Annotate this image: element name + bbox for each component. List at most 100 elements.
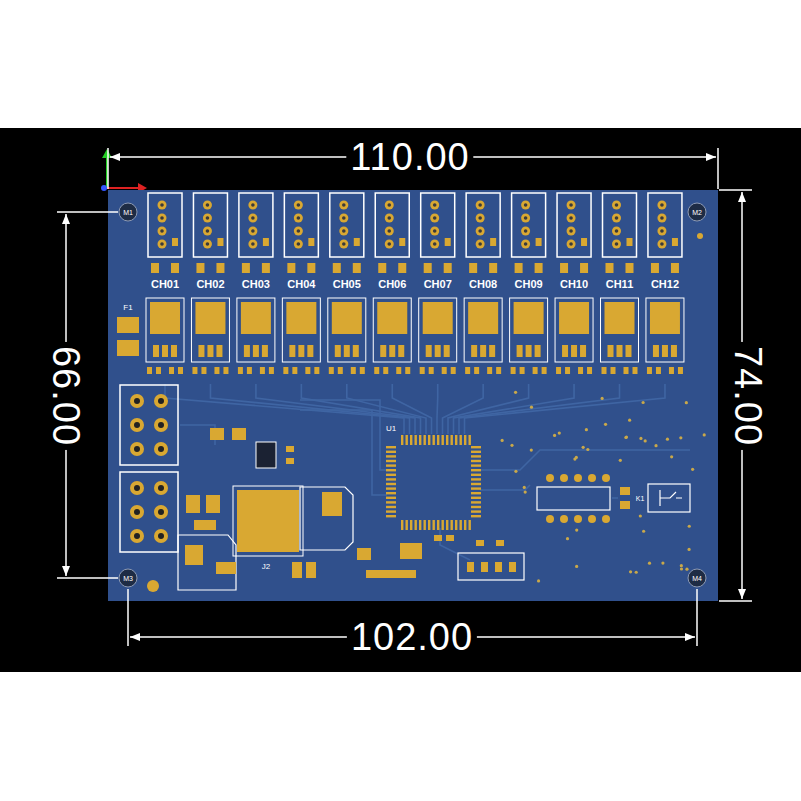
channel-label: CH03 bbox=[241, 279, 271, 290]
pcb-board bbox=[108, 190, 718, 601]
ic-pin bbox=[386, 510, 396, 512]
connector-pin bbox=[294, 201, 303, 210]
mosfet-tab bbox=[377, 302, 407, 334]
pin-hole bbox=[660, 203, 664, 207]
mosfet-tab bbox=[468, 302, 498, 334]
socket-pin bbox=[546, 474, 554, 482]
pin-hole bbox=[342, 229, 346, 233]
smd-pad bbox=[647, 367, 652, 374]
connector-pin bbox=[203, 227, 212, 236]
smd-pad bbox=[489, 263, 497, 273]
ic-pin bbox=[386, 483, 396, 485]
ic-pin bbox=[386, 469, 396, 471]
smd-pad bbox=[216, 562, 236, 574]
dimension-lines bbox=[57, 148, 752, 646]
smd-pad bbox=[496, 540, 504, 546]
ic-pin bbox=[386, 515, 396, 517]
pin-hole bbox=[615, 229, 619, 233]
connector-outline bbox=[120, 385, 178, 465]
mosfet-leg bbox=[198, 345, 204, 357]
extension-line bbox=[696, 589, 698, 646]
mosfet-tab bbox=[605, 302, 635, 334]
header-outline bbox=[458, 553, 524, 580]
connector-outline bbox=[120, 472, 178, 552]
relay-symbol bbox=[660, 490, 682, 506]
via bbox=[697, 233, 703, 239]
mosfet-leg bbox=[171, 345, 177, 357]
ic-pin bbox=[386, 501, 396, 503]
mosfet-outline bbox=[464, 298, 502, 362]
smd-pad bbox=[535, 263, 543, 273]
smd-pad bbox=[214, 367, 219, 374]
mosfet-tab bbox=[650, 302, 680, 334]
smd-pad bbox=[338, 367, 343, 374]
pin-hole bbox=[158, 398, 164, 404]
connector-pin bbox=[339, 227, 348, 236]
capacitor-pad bbox=[185, 545, 203, 565]
smd-pad bbox=[194, 520, 216, 530]
connector-pin bbox=[203, 214, 212, 223]
capacitor-pad bbox=[322, 492, 342, 516]
connector-outline bbox=[284, 193, 318, 257]
mosfet-leg bbox=[535, 345, 541, 357]
smd-pad bbox=[306, 562, 316, 578]
smd-pad bbox=[474, 367, 479, 374]
connector-outline bbox=[648, 193, 682, 257]
connector-pin bbox=[385, 214, 394, 223]
ic-pin bbox=[442, 520, 444, 530]
ic-pin bbox=[401, 520, 403, 530]
smd-pad bbox=[217, 238, 223, 246]
smd-pad bbox=[366, 570, 416, 578]
channel-label: CH05 bbox=[332, 279, 362, 290]
pin-hole bbox=[524, 203, 528, 207]
smd-pad bbox=[314, 367, 319, 374]
connector-outline bbox=[375, 193, 409, 257]
channel-label: CH08 bbox=[468, 279, 498, 290]
pin-hole bbox=[569, 216, 573, 220]
pin-hole bbox=[342, 242, 346, 246]
mosfet-outline bbox=[555, 298, 593, 362]
connector-pin bbox=[130, 529, 144, 543]
ic-pin bbox=[451, 520, 453, 530]
ic-pin bbox=[428, 435, 430, 445]
smd-pad bbox=[490, 238, 496, 246]
channel-label: CH12 bbox=[650, 279, 680, 290]
smd-pad bbox=[511, 367, 516, 374]
ic-pin bbox=[471, 451, 481, 453]
via bbox=[530, 406, 533, 409]
connector-pin bbox=[339, 240, 348, 249]
connector-pin bbox=[521, 240, 530, 249]
via bbox=[654, 444, 657, 447]
dimension-value: 102.00 bbox=[347, 616, 477, 658]
connector-pin bbox=[430, 240, 439, 249]
mosfet-leg bbox=[244, 345, 250, 357]
ic-pin bbox=[471, 492, 481, 494]
smd-pad bbox=[669, 367, 674, 374]
connector-pin bbox=[430, 201, 439, 210]
smd-pad bbox=[560, 263, 568, 273]
mosfet-tab bbox=[514, 302, 544, 334]
smd-pad bbox=[223, 367, 228, 374]
ic-pin bbox=[469, 520, 471, 530]
channel-block bbox=[510, 193, 548, 374]
connector-pin bbox=[657, 240, 666, 249]
smd-pad bbox=[672, 238, 678, 246]
smd-pad bbox=[446, 535, 454, 541]
axis-x bbox=[107, 187, 140, 189]
pin-hole bbox=[251, 242, 255, 246]
via bbox=[639, 437, 642, 440]
socket-pin bbox=[574, 515, 582, 523]
connector-pin bbox=[248, 227, 257, 236]
ic-pin bbox=[428, 520, 430, 530]
pin-hole bbox=[478, 203, 482, 207]
mosfet-leg bbox=[380, 345, 386, 357]
via bbox=[642, 530, 645, 533]
channel-block bbox=[237, 193, 275, 374]
smd-pad bbox=[192, 367, 197, 374]
mosfet-leg bbox=[671, 345, 677, 357]
connector-pin bbox=[158, 201, 167, 210]
ic-pin bbox=[386, 474, 396, 476]
pin-hole bbox=[297, 229, 301, 233]
mosfet-leg bbox=[626, 345, 632, 357]
